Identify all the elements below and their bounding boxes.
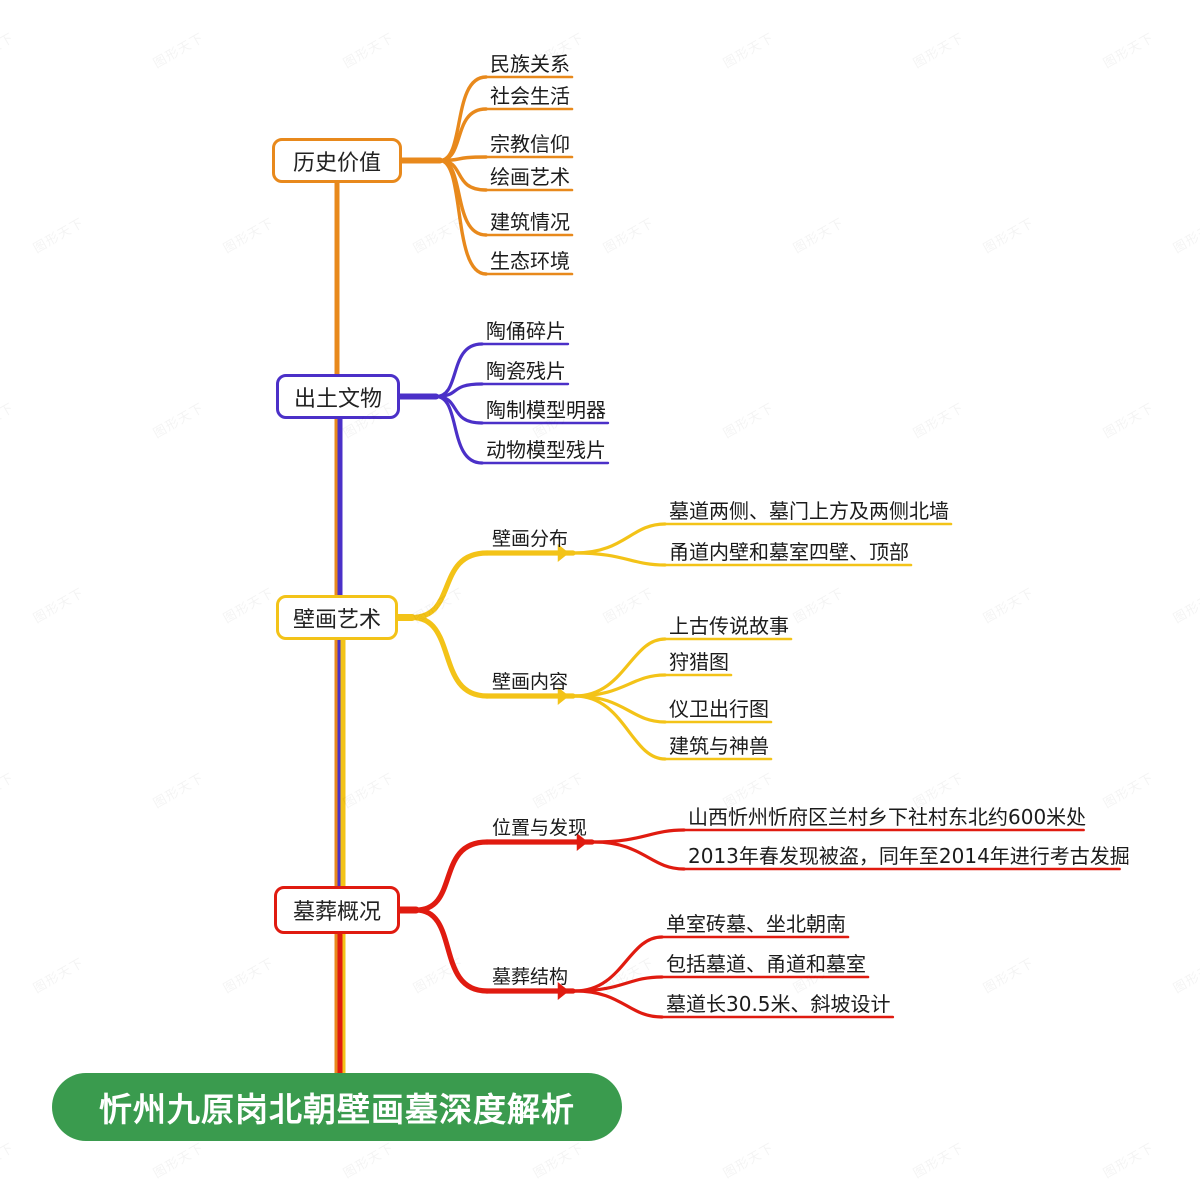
leaf-purple-2: 陶制模型明器: [486, 398, 606, 422]
yellow-sub-edge-0: [409, 550, 490, 621]
red-leaf-edge-1-0: [573, 935, 664, 993]
root-node[interactable]: 忻州九原岗北朝壁画墓深度解析: [52, 1073, 622, 1141]
red-leaf-edge-1-2: [573, 989, 664, 1019]
node-label: 出土文物: [293, 386, 382, 412]
yellow-leaf-edge-1-3: [573, 694, 667, 761]
orange-leaf-edge-5: [438, 158, 488, 276]
sub-node-red-1: 墓葬结构: [492, 966, 569, 988]
yellow-sub-edge-1: [409, 614, 490, 699]
leaf-red-0-1: 2013年春发现被盗，同年至2014年进行考古发掘: [688, 844, 1130, 868]
orange-leaf-edge-1: [438, 107, 488, 163]
branch-node-mural-art[interactable]: 壁画艺术: [276, 595, 398, 640]
yellow-sub-arrow-1: [557, 687, 569, 705]
leaf-red-0-0: 山西忻州忻府区兰村乡下社村东北约600米处: [688, 805, 1087, 829]
red-sub-edge-0: [413, 839, 490, 913]
yellow-leaf-edge-0-0: [573, 522, 667, 555]
leaf-red-1-2: 墓道长30.5米、斜坡设计: [666, 992, 891, 1016]
leaf-red-1-1: 包括墓道、甬道和墓室: [666, 952, 866, 976]
red-sub-arrow-0: [576, 833, 588, 851]
leaf-orange-2: 宗教信仰: [490, 132, 570, 156]
node-label: 壁画艺术: [292, 607, 381, 633]
yellow-sub-arrow-0: [557, 544, 569, 562]
node-label: 历史价值: [292, 150, 381, 176]
sub-node-red-0: 位置与发现: [492, 817, 588, 839]
red-sub-edge-1: [413, 907, 490, 994]
leaf-yellow-1-2: 仪卫出行图: [669, 697, 769, 721]
leaf-orange-1: 社会生活: [490, 84, 570, 108]
root-node-label: 忻州九原岗北朝壁画墓深度解析: [99, 1090, 575, 1129]
purple-leaf-edge-1: [434, 382, 484, 399]
orange-leaf-edge-0: [438, 75, 488, 163]
branch-node-history-value[interactable]: 历史价值: [272, 138, 402, 183]
leaf-orange-0: 民族关系: [490, 52, 570, 76]
leaf-purple-1: 陶瓷残片: [486, 359, 566, 383]
leaf-purple-0: 陶俑碎片: [486, 319, 566, 343]
branch-node-unearthed-relics[interactable]: 出土文物: [276, 374, 400, 419]
leaf-yellow-0-1: 甬道内壁和墓室四壁、顶部: [669, 540, 909, 564]
leaf-yellow-0-0: 墓道两侧、墓门上方及两侧北墙: [669, 499, 949, 523]
edge-layer: [334, 75, 1121, 1078]
red-sub-arrow-1: [557, 982, 569, 1000]
red-leaf-edge-0-0: [592, 828, 686, 844]
leaf-yellow-1-3: 建筑与神兽: [669, 734, 769, 758]
leaf-orange-4: 建筑情况: [490, 210, 570, 234]
leaf-orange-5: 生态环境: [490, 249, 570, 273]
yellow-leaf-edge-0-1: [573, 551, 667, 567]
red-leaf-edge-0-1: [592, 840, 686, 871]
node-label: 墓葬概况: [292, 900, 381, 925]
sub-node-yellow-1: 壁画内容: [492, 671, 569, 693]
leaf-orange-3: 绘画艺术: [490, 165, 570, 189]
sub-node-yellow-0: 壁画分布: [492, 528, 569, 550]
purple-leaf-edge-3: [434, 394, 484, 465]
leaf-yellow-1-1: 狩猎图: [669, 650, 729, 674]
branch-node-tomb-overview[interactable]: 墓葬概况: [274, 886, 400, 934]
leaf-yellow-1-0: 上古传说故事: [669, 614, 789, 638]
orange-leaf-edge-4: [438, 158, 488, 237]
leaf-red-1-0: 单室砖墓、坐北朝南: [666, 912, 846, 936]
leaf-purple-3: 动物模型残片: [486, 438, 606, 462]
